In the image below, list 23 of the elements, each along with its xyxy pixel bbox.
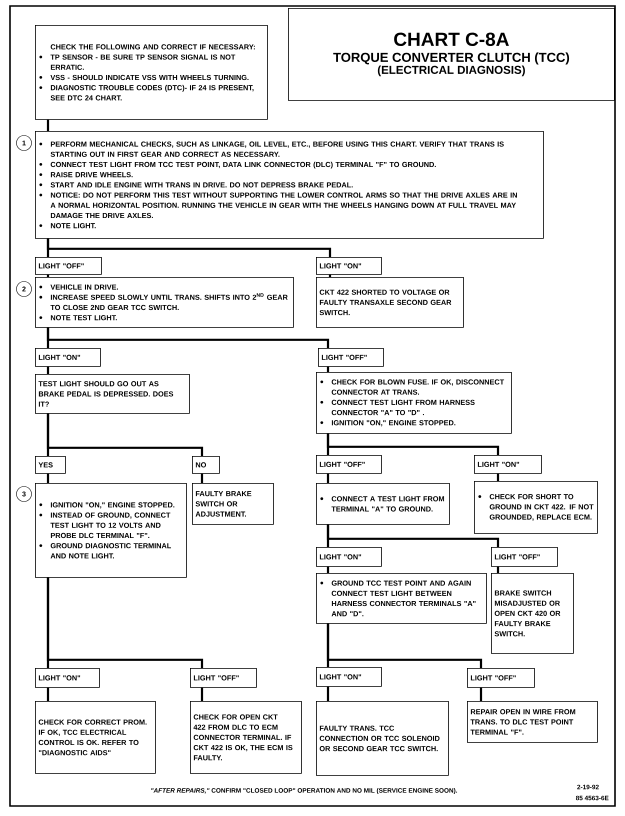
connector-line xyxy=(46,474,50,483)
connector-line xyxy=(326,524,500,547)
connector-line xyxy=(328,274,332,277)
connector-line xyxy=(46,328,330,348)
connector-line xyxy=(326,434,500,455)
connector-line xyxy=(46,274,50,277)
connector-line xyxy=(480,688,482,701)
connector-line xyxy=(200,474,204,483)
connector-line xyxy=(200,688,204,701)
connector-line xyxy=(496,566,500,573)
connector-line xyxy=(46,578,204,668)
title-box: CHART C-8A TORQUE CONVERTER CLUTCH (TCC) (ELECTRICAL DIAGNOSIS) xyxy=(288,8,615,101)
connector-line xyxy=(326,566,330,573)
connector-line xyxy=(46,238,332,257)
connector-line xyxy=(46,366,50,374)
connector-line xyxy=(496,474,500,481)
connector-line xyxy=(46,414,204,456)
connector-line xyxy=(326,686,330,701)
connector-line xyxy=(326,474,330,483)
connector-line xyxy=(326,366,330,372)
connector-line xyxy=(326,624,482,668)
connector-line xyxy=(46,120,50,131)
connector-line xyxy=(46,688,50,701)
